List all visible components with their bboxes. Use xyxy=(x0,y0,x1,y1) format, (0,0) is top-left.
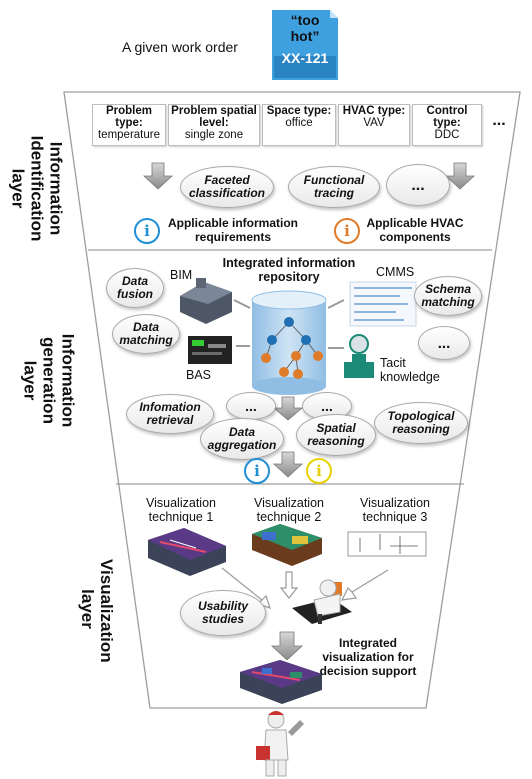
mechanic-icon xyxy=(256,711,304,777)
repository-label: Integrated information repository xyxy=(222,256,356,284)
work-order-document: “too hot” XX-121 xyxy=(272,12,338,66)
visualization-technique-1-label: Visualization technique 1 xyxy=(146,496,216,524)
bas-label: BAS xyxy=(186,368,212,382)
usability-studies-ellipse: Usability studies xyxy=(180,590,266,636)
work-order-quote-line2: hot” xyxy=(290,28,320,44)
attribute-hvac-type: HVAC type: VAV xyxy=(338,104,410,146)
generation-layer-label: Information generation layer xyxy=(21,306,78,456)
work-order-id: XX-121 xyxy=(281,50,329,66)
down-arrow-icon xyxy=(142,162,476,661)
attribute-title: Problem type: xyxy=(105,105,152,129)
identification-layer-text: Information Identification layer xyxy=(8,135,66,242)
topological-reasoning-ellipse: Topological reasoning xyxy=(374,402,468,444)
attribute-title: Space type: xyxy=(266,105,332,117)
functional-tracing-ellipse: Functional tracing xyxy=(288,166,380,208)
info-yellow-icon: i xyxy=(306,458,332,484)
attribute-value: office xyxy=(285,117,313,129)
attribute-value: temperature xyxy=(97,129,160,141)
attribute-value: DDC xyxy=(434,129,460,141)
data-aggregation-ellipse: Data aggregation xyxy=(200,418,284,460)
hvac-components-label: Applicable HVAC components xyxy=(366,216,464,244)
bim-label: BIM xyxy=(170,268,193,282)
attribute-problem-type: Problem type: temperature xyxy=(92,104,166,146)
integrated-visualization-label: Integrated visualization for decision su… xyxy=(319,636,417,678)
faceted-classification-ellipse: Faceted classification xyxy=(180,166,274,208)
attribute-space-type: Space type: office xyxy=(262,104,336,146)
attribute-value: single zone xyxy=(184,129,244,141)
attribute-title: Problem spatial level: xyxy=(171,105,257,129)
attribute-spatial-level: Problem spatial level: single zone xyxy=(168,104,260,146)
generation-more-ellipse: ... xyxy=(418,326,470,360)
bas-screen-icon xyxy=(188,336,232,364)
technician-icon xyxy=(344,334,374,378)
work-order-label: A given work order xyxy=(122,39,238,55)
cmms-label: CMMS xyxy=(376,265,415,279)
info-blue-icon: i xyxy=(244,458,270,484)
integrated-visualization-thumbnail xyxy=(240,660,322,704)
identification-layer-label: Information Identification layer xyxy=(9,114,66,264)
information-retrieval-ellipse: Infomation retrieval xyxy=(126,394,214,434)
attribute-value: VAV xyxy=(363,117,385,129)
document-icon xyxy=(272,10,338,80)
cmms-table-icon xyxy=(349,281,417,327)
repository-cylinder-icon xyxy=(251,290,327,395)
visualization-technique-3-label: Visualization technique 3 xyxy=(360,496,430,524)
bim-model-icon xyxy=(180,278,232,324)
visualization-layer-text: Visualization layer xyxy=(78,559,116,663)
work-order-quote-line1: “too xyxy=(290,12,320,28)
info-requirements-icon: i xyxy=(134,218,160,244)
hollow-arrow-icon xyxy=(221,567,389,609)
info-requirements-label: Applicable information requirements xyxy=(167,216,298,244)
visualization-technique-2-label: Visualization technique 2 xyxy=(254,496,324,524)
analyst-at-desk-icon xyxy=(292,579,352,624)
hvac-components-icon: i xyxy=(334,218,360,244)
attribute-title: Control type: xyxy=(426,105,468,129)
attribute-control-type: Control type: DDC xyxy=(412,104,482,146)
attribute-title: HVAC type: xyxy=(342,105,406,117)
funnel-outline xyxy=(63,91,521,709)
visualization-thumbnail-3 xyxy=(347,531,427,557)
spatial-reasoning-ellipse: Spatial reasoning xyxy=(296,414,376,456)
data-fusion-ellipse: Data fusion xyxy=(106,268,164,308)
visualization-layer-label: Visualization layer xyxy=(78,534,116,684)
visualization-thumbnail-1 xyxy=(148,528,226,576)
identification-more-ellipse: ... xyxy=(386,164,450,206)
schema-matching-ellipse: Schema matching xyxy=(414,276,482,316)
tacit-knowledge-label: Tacit knowledge xyxy=(380,356,440,384)
visualization-thumbnail-2 xyxy=(252,524,322,566)
aggregation-more-ellipse: ... xyxy=(226,392,276,420)
generation-layer-text: Information generation layer xyxy=(20,333,78,428)
source-arrow-icon xyxy=(233,299,345,349)
data-matching-ellipse: Data matching xyxy=(112,314,180,354)
attributes-more: ... xyxy=(492,112,506,129)
